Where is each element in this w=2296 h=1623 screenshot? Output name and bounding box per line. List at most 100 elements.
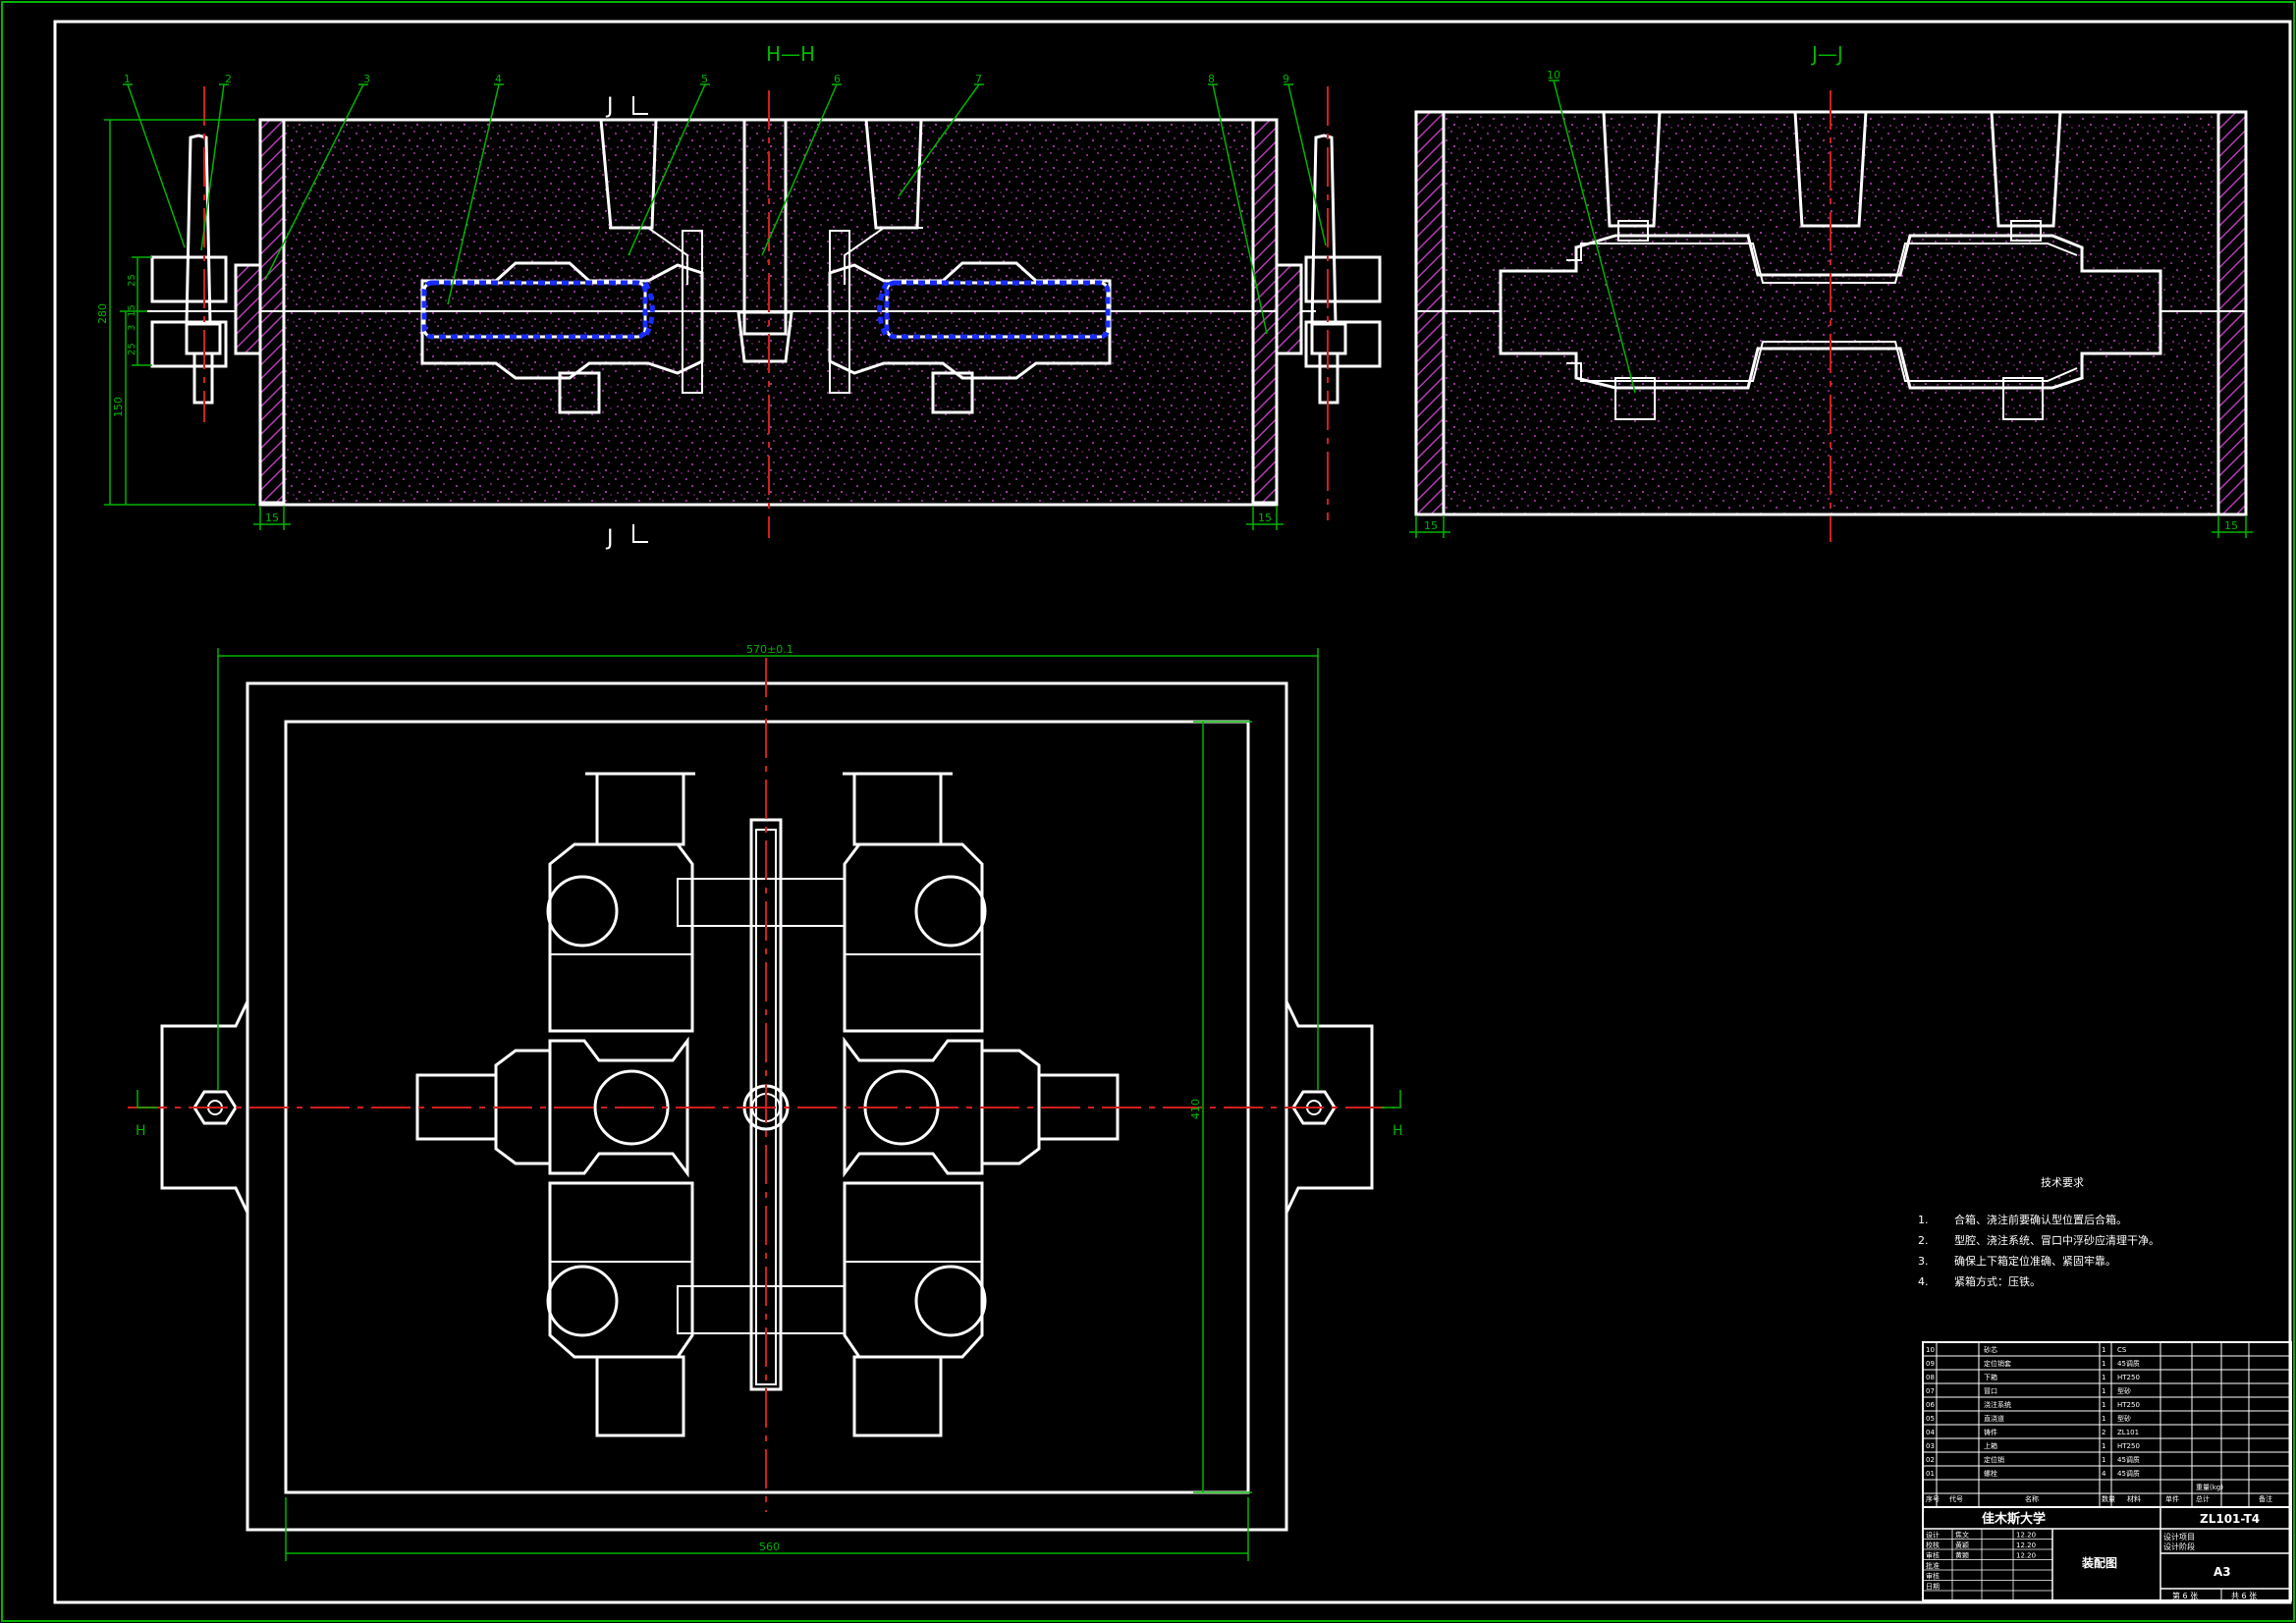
tech-req-num-2: 2.: [1918, 1234, 1929, 1247]
tb-name: 黄颖: [1955, 1551, 1969, 1560]
tb-date: 12.20: [2016, 1542, 2036, 1549]
bom-header-code: 代号: [1949, 1494, 1963, 1503]
bom-header-unit_weight: 单件: [2165, 1494, 2179, 1503]
cut-h-left: H: [136, 1123, 146, 1139]
plan-boss-bl: [546, 1265, 619, 1337]
bom-seq: 04: [1926, 1429, 1935, 1436]
plan-cyl-bl: [595, 1355, 685, 1437]
bom-header-qty: 数量: [2102, 1494, 2115, 1503]
bom-header-name: 名称: [2025, 1494, 2039, 1503]
plan-body-bl: [548, 1181, 694, 1359]
bom-seq: 10: [1926, 1346, 1935, 1354]
plan-cyl-br: [852, 1355, 943, 1437]
tb-stage: 设计阶段: [2163, 1542, 2195, 1551]
tb-drawing-name: 装配图: [2081, 1555, 2117, 1570]
dim-lower-height: 150: [112, 397, 125, 417]
bom-material: HT250: [2117, 1374, 2140, 1381]
bom-name: 下箱: [1984, 1373, 1997, 1381]
runner-right: [829, 230, 850, 394]
bom-seq: 03: [1926, 1442, 1935, 1450]
bom-name: 直浇道: [1984, 1414, 2004, 1423]
riser-left: [599, 118, 658, 230]
dim-wall-right: 15: [1258, 512, 1272, 524]
plan-boss-tl: [546, 875, 619, 947]
tb-drawing-no: ZL101-T4: [2200, 1512, 2260, 1526]
bom-header-material: 材料: [2127, 1494, 2141, 1503]
bom-material: 型砂: [2117, 1386, 2131, 1395]
sprue-well: [737, 310, 793, 363]
section-hh: H—H: [96, 42, 1382, 551]
dim-plan-inner-width: 560: [759, 1541, 780, 1553]
bom-qty: 1: [2102, 1442, 2105, 1450]
bom-seq: 01: [1926, 1470, 1935, 1478]
dim-total-height: 280: [96, 303, 109, 324]
jj-riser-3: [1990, 110, 2062, 228]
plan-view: H H 570±0.1 560 410: [128, 643, 1403, 1561]
callout-2: 2: [225, 73, 232, 85]
tb-label: 批准: [1926, 1561, 1940, 1570]
tb-label: 设计: [1926, 1531, 1940, 1540]
bom-qty: 1: [2102, 1374, 2105, 1381]
lug-right: [1275, 263, 1303, 355]
jj-riser-1: [1602, 110, 1662, 228]
tb-school: 佳木斯大学: [1982, 1511, 2046, 1527]
runner-left: [682, 230, 703, 394]
tb-label: 日期: [1926, 1583, 1940, 1591]
dim-plan-height: 410: [1189, 1099, 1202, 1119]
callout-8: 8: [1208, 73, 1215, 85]
tech-req-num-4: 4.: [1918, 1275, 1929, 1288]
tb-project: 设计项目: [2163, 1532, 2195, 1542]
bom-name: 浇注系统: [1984, 1400, 2011, 1409]
bom-qty: 1: [2102, 1456, 2105, 1464]
casting-left-cavity: [421, 280, 648, 340]
dim-plan-outer-width: 570±0.1: [746, 643, 793, 656]
tb-label: 审核: [1926, 1551, 1940, 1560]
lug-left: [234, 263, 262, 355]
jj-wall-left: [1414, 110, 1446, 516]
bom-qty: 2: [2102, 1429, 2105, 1436]
bom-seq: 08: [1926, 1374, 1935, 1381]
cut-h-right: H: [1393, 1123, 1403, 1139]
tech-req-text-4: 紧箱方式：压铁。: [1954, 1274, 2041, 1288]
bom-qty: 1: [2102, 1401, 2105, 1409]
boss-left: [558, 371, 601, 414]
bom-qty: 1: [2102, 1360, 2105, 1368]
tb-label: 审核: [1926, 1572, 1940, 1581]
bom-material: 45调质: [2117, 1455, 2140, 1464]
bom-material: HT250: [2117, 1442, 2140, 1450]
cut-j-bottom: J: [605, 526, 614, 551]
callout-3: 3: [363, 73, 370, 85]
boss-right: [931, 371, 974, 414]
bom-header-seq: 序号: [1926, 1494, 1940, 1503]
drawing-frame: [53, 20, 2292, 1604]
bom-material: 45调质: [2117, 1359, 2140, 1368]
bom-header-note: 备注: [2259, 1494, 2272, 1503]
cut-j-top: J: [605, 94, 614, 119]
dim-wall-left: 15: [265, 512, 279, 524]
bom-header-weight: 重量(kg): [2196, 1484, 2223, 1491]
dim-25-upper: 25: [127, 274, 137, 287]
bom-material: 型砂: [2117, 1414, 2131, 1423]
plan-body-br: [843, 1181, 984, 1359]
lug-plate-right-lower: [1304, 320, 1382, 368]
dim-jj-wall-right: 15: [2224, 519, 2238, 532]
jj-riser-2: [1793, 110, 1868, 228]
tech-req-text-3: 确保上下箱定位准确、紧固牢靠。: [1954, 1254, 2116, 1268]
bom-material: ZL101: [2117, 1429, 2139, 1436]
tb-name: 黄颖: [1955, 1541, 1969, 1549]
bom-seq: 06: [1926, 1401, 1935, 1409]
locating-pin-left: [185, 134, 212, 326]
section-jj-title: J—J: [1810, 42, 1843, 66]
tech-req-title: 技术要求: [2041, 1176, 2084, 1189]
casting-right-cavity: [884, 280, 1111, 340]
callout-6: 6: [834, 73, 841, 85]
callout-1: 1: [124, 73, 131, 85]
bom-qty: 4: [2102, 1470, 2106, 1478]
dim-jj-wall-left: 15: [1424, 519, 1438, 532]
jj-wall-right: [2216, 110, 2248, 516]
dim-25-lower: 25: [127, 343, 137, 355]
